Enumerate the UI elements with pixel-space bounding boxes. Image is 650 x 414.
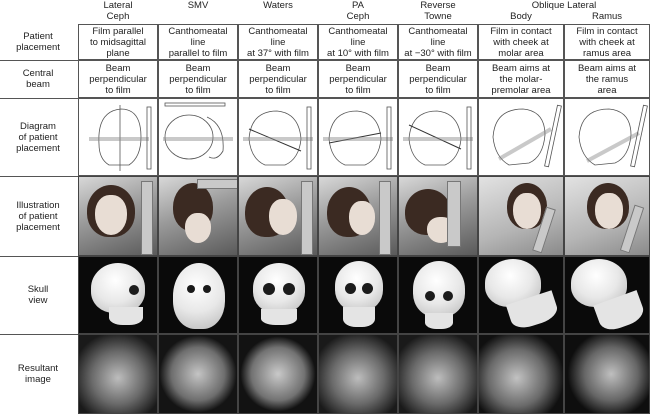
skull-view-oblique-body <box>478 256 564 334</box>
skull-view-waters <box>238 256 318 334</box>
central-beam-cell: Beam aims at the ramus area <box>564 60 650 98</box>
skull-view-smv <box>158 256 238 334</box>
row-divider <box>0 256 78 257</box>
column-header-ramus: Ramus <box>591 11 623 22</box>
patient-placement-cell: Film in contact with cheek at ramus area <box>564 24 650 60</box>
skull-view-reverse-towne <box>398 256 478 334</box>
central-beam-cell: Beam perpendicular to film <box>238 60 318 98</box>
column-header-pa-ceph: PA Ceph <box>346 0 370 22</box>
patient-placement-cell: Canthomeatal line at −30° with film <box>398 24 478 60</box>
diagram-pa-ceph <box>318 98 398 176</box>
column-header-waters: Waters <box>263 0 293 11</box>
row-divider <box>0 98 78 99</box>
skull-view-oblique-ramus <box>564 256 650 334</box>
central-beam-cell: Beam perpendicular to film <box>318 60 398 98</box>
row-label-diagram: Diagram of patient placement <box>16 120 60 154</box>
central-beam-cell: Beam aims at the molar- premolar area <box>478 60 564 98</box>
illustration-photo-waters <box>238 176 318 256</box>
diagram-oblique-body <box>478 98 564 176</box>
illustration-photo-oblique-ramus <box>564 176 650 256</box>
skull-line-drawing <box>492 104 562 168</box>
skull-line-drawing <box>578 104 648 168</box>
diagram-lateral-ceph <box>78 98 158 176</box>
resultant-image-oblique-body <box>478 334 564 414</box>
row-label-patient-placement: Patient placement <box>16 31 60 53</box>
column-group-header-oblique-lateral: Oblique Lateral <box>531 0 597 11</box>
resultant-image-pa-ceph <box>318 334 398 414</box>
skull-line-drawing <box>403 106 473 170</box>
central-beam-cell: Beam perpendicular to film <box>158 60 238 98</box>
diagram-waters <box>238 98 318 176</box>
column-header-lateral-ceph: Lateral Ceph <box>103 0 133 22</box>
skull-view-pa-ceph <box>318 256 398 334</box>
resultant-image-lateral-ceph <box>78 334 158 414</box>
row-label-central-beam: Central beam <box>22 68 54 90</box>
row-divider <box>0 176 78 177</box>
skull-line-drawing <box>323 106 393 170</box>
row-label-skull-view: Skull view <box>27 284 49 306</box>
patient-placement-cell: Canthomeatal line parallel to film <box>158 24 238 60</box>
row-label-illustration: Illustration of patient placement <box>16 199 60 233</box>
diagram-oblique-ramus <box>564 98 650 176</box>
illustration-photo-oblique-body <box>478 176 564 256</box>
patient-placement-cell: Film in contact with cheek at molar area <box>478 24 564 60</box>
illustration-photo-smv <box>158 176 238 256</box>
central-beam-cell: Beam perpendicular to film <box>78 60 158 98</box>
resultant-image-reverse-towne <box>398 334 478 414</box>
row-divider <box>0 334 78 335</box>
skull-view-lateral-ceph <box>78 256 158 334</box>
skull-line-drawing <box>163 102 233 160</box>
resultant-image-smv <box>158 334 238 414</box>
row-label-resultant-image: Resultant image <box>17 363 59 385</box>
illustration-photo-pa-ceph <box>318 176 398 256</box>
diagram-smv <box>158 98 238 176</box>
patient-placement-cell: Canthomeatal line at 37° with film <box>238 24 318 60</box>
skull-line-drawing <box>89 105 152 171</box>
row-divider <box>0 60 78 61</box>
resultant-image-waters <box>238 334 318 414</box>
patient-placement-cell: Canthomeatal line at 10° with film <box>318 24 398 60</box>
column-header-reverse-towne: Reverse Towne <box>420 0 456 22</box>
illustration-photo-reverse-towne <box>398 176 478 256</box>
patient-placement-cell: Film parallel to midsagittal plane <box>78 24 158 60</box>
illustration-photo-lateral-ceph <box>78 176 158 256</box>
central-beam-cell: Beam perpendicular to film <box>398 60 478 98</box>
diagram-reverse-towne <box>398 98 478 176</box>
column-header-smv: SMV <box>187 0 209 11</box>
column-header-body: Body <box>510 11 532 22</box>
resultant-image-oblique-ramus <box>564 334 650 414</box>
skull-line-drawing <box>243 106 313 170</box>
